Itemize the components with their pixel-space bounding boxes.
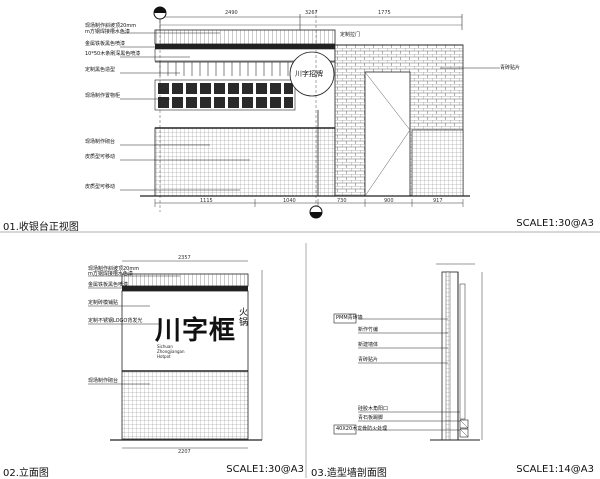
elevation-bottom-dim: 2207 bbox=[178, 449, 191, 455]
section-callout: 青砖贴片 bbox=[358, 357, 379, 363]
elevation-callout: 定制不锈钢LOGO背发光 bbox=[88, 318, 143, 324]
section-callout: 新建墙体 bbox=[358, 342, 379, 348]
logo-main-text: 川字框 bbox=[155, 316, 237, 346]
front-callout: 现场制作斜坡顶20mm bbox=[85, 23, 137, 29]
elevation-callout: m方钢焊接槽水色漆 bbox=[88, 271, 133, 277]
section-callout: PMM青砖墙 bbox=[336, 315, 363, 321]
front-bottom-dim: 1115 bbox=[200, 198, 213, 204]
section-callout: 硅胶木角阳口 bbox=[358, 406, 389, 412]
section-view bbox=[333, 263, 483, 441]
front-bottom-dim: 1040 bbox=[283, 198, 296, 204]
front-callout: 皮质型可移动 bbox=[85, 184, 116, 190]
front-top-dim: 2490 bbox=[225, 10, 238, 16]
logo-side-text: 火锅 bbox=[239, 308, 249, 328]
logo: 川字框 火锅 Sichuan Zhongjiangan Hotpot bbox=[155, 308, 248, 359]
front-top-dim: 1775 bbox=[378, 10, 391, 16]
section-callout: 40X20木龙骨防火处理 bbox=[336, 426, 388, 432]
front-callout: 现场制作砌台 bbox=[85, 139, 116, 145]
front-callout: 青砖贴片 bbox=[500, 65, 521, 71]
front-view-title: 01.收银台正视图 bbox=[3, 222, 79, 233]
front-top-dim: 3267 bbox=[305, 10, 318, 16]
front-callout: 10*50木条刷深黑色喷漆 bbox=[85, 51, 141, 57]
elevation-view-title: 02.立面图 bbox=[3, 468, 49, 479]
logo-sub-line: Zhongjiangan bbox=[157, 349, 185, 354]
section-callout: 新作竹编 bbox=[358, 327, 379, 333]
front-callout: m方钢焊接槽水色漆 bbox=[85, 29, 130, 35]
section-callout: 青石板踢脚 bbox=[358, 415, 384, 421]
front-view bbox=[0, 6, 600, 233]
front-bottom-dim: 917 bbox=[433, 198, 443, 204]
elevation-top-dim: 2357 bbox=[178, 255, 191, 261]
front-callout: 定制黑色造型 bbox=[85, 67, 116, 73]
front-callout: 金属铁板黑色喷漆 bbox=[85, 41, 126, 47]
front-callout: 皮质型可移动 bbox=[85, 154, 116, 160]
elevation-callout: 金属铁板黑色喷漆 bbox=[88, 282, 129, 288]
elevation-callout: 现场制作砌台 bbox=[88, 378, 119, 384]
section-view-title: 03.造型墙剖面图 bbox=[311, 468, 387, 479]
logo-sub-line: Sichuan bbox=[157, 344, 173, 349]
section-view-scale: SCALE1:14@A3 bbox=[516, 464, 594, 475]
round-sign-text: 川字招牌 bbox=[295, 70, 323, 78]
front-callout: 现场制作置物柜 bbox=[85, 93, 121, 99]
front-view-scale: SCALE1:30@A3 bbox=[516, 218, 594, 229]
logo-sub-line: Hotpot bbox=[157, 354, 171, 359]
front-bottom-dim: 900 bbox=[384, 198, 394, 204]
elevation-view-scale: SCALE1:30@A3 bbox=[226, 464, 304, 475]
front-bottom-dim: 730 bbox=[337, 198, 347, 204]
front-callout: 定制拉门 bbox=[340, 32, 361, 38]
elevation-callout: 定制砖模铺贴 bbox=[88, 300, 119, 306]
elevation-view bbox=[88, 243, 307, 478]
elevation-callout: 现场制作斜坡顶20mm bbox=[88, 266, 140, 272]
